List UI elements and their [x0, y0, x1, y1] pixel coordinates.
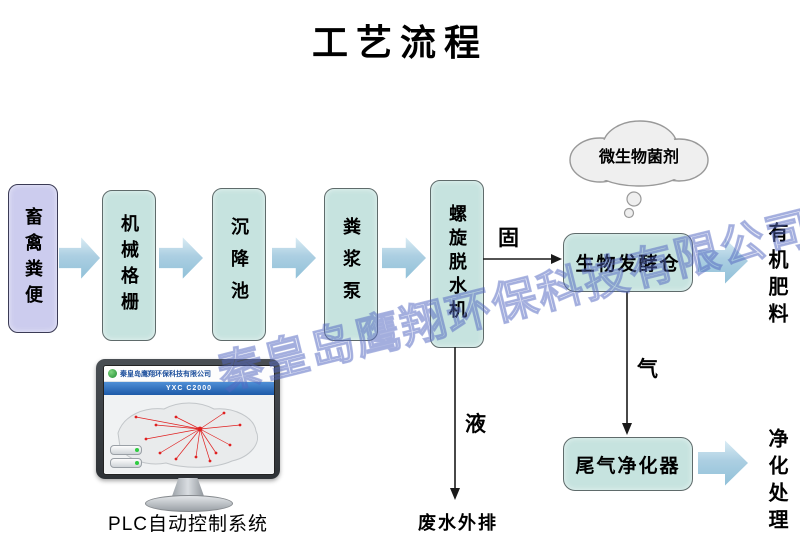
monitor-base [145, 495, 233, 512]
flow-box-slurry-pump-label: 粪浆泵 [341, 216, 361, 313]
flow-box-screw-dewaterer-label: 螺旋脱水机 [447, 204, 467, 324]
cloud-bubble-small [623, 207, 635, 219]
cloud-bubble-large [626, 191, 642, 207]
flow-box-screw-dewaterer: 螺旋脱水机 [430, 180, 484, 348]
flow-box-manure-label: 畜禽粪便 [23, 206, 43, 311]
plc-screen-title-bar: YXC C2000 [104, 382, 274, 395]
output-wastewater: 废水外排 [418, 513, 498, 533]
plc-monitor: 秦皇岛鹰翔环保科技有限公司 YXC C2000 [96, 359, 280, 479]
flow-box-gas-purifier-label: 尾气净化器 [575, 455, 681, 477]
branch-label-solid: 固 [498, 227, 519, 250]
flow-box-settling-tank: 沉降池 [212, 188, 266, 341]
flow-arrow-2 [159, 237, 203, 279]
flow-box-slurry-pump: 粪浆泵 [324, 188, 378, 341]
flow-arrow-4 [382, 237, 426, 279]
watermark: 秦皇岛鹰翔环保科技有限公司 [212, 201, 800, 400]
page-title: 工艺流程 [311, 22, 488, 63]
flow-box-mechanical-screen: 机械格栅 [102, 190, 156, 341]
indicator-pill-1 [110, 445, 142, 455]
flow-box-settling-tank-label: 沉降池 [229, 216, 249, 313]
flow-box-manure: 畜禽粪便 [8, 184, 58, 333]
flow-box-gas-purifier: 尾气净化器 [563, 437, 693, 491]
connector-gas-arrowhead [622, 423, 632, 435]
output-purification-treatment: 净化处理 [758, 418, 794, 546]
china-map-graphic [117, 402, 258, 468]
output-organic-fertilizer: 有机肥料 [758, 214, 794, 338]
connector-solid-arrowhead [551, 254, 562, 264]
plc-monitor-screen: 秦皇岛鹰翔环保科技有限公司 YXC C2000 [103, 365, 275, 475]
flow-box-fermenter: 生物发酵仓 [563, 233, 693, 292]
connector-liquid-arrowhead [450, 488, 460, 500]
map-ray-dots [134, 411, 242, 463]
flow-arrow-to-purified [698, 440, 748, 486]
map-ray-lines [135, 412, 241, 462]
branch-label-liquid: 液 [465, 413, 486, 436]
flow-arrow-3 [272, 237, 316, 279]
flow-box-fermenter-label: 生物发酵仓 [575, 254, 681, 275]
plc-caption: PLC自动控制系统 [108, 514, 268, 535]
company-logo-icon [108, 369, 117, 378]
plc-screen-header: 秦皇岛鹰翔环保科技有限公司 [104, 366, 274, 382]
plc-screen-header-text: 秦皇岛鹰翔环保科技有限公司 [120, 370, 211, 378]
plc-screen-indicators [110, 445, 142, 468]
microbial-cloud: 微生物菌剂 [560, 114, 718, 192]
microbial-cloud-label: 微生物菌剂 [598, 149, 679, 166]
output-purification-treatment-label: 净化处理 [765, 428, 787, 536]
flow-arrow-to-fertilizer [698, 238, 748, 284]
indicator-pill-2 [110, 458, 142, 468]
branch-label-gas: 气 [637, 358, 658, 381]
monitor-stand [171, 478, 205, 499]
flow-box-mechanical-screen-label: 机械格栅 [119, 213, 139, 318]
output-organic-fertilizer-label: 有机肥料 [765, 222, 787, 330]
flow-arrow-1 [59, 237, 100, 279]
plc-screen-map [104, 395, 274, 473]
cloud-shape [569, 120, 709, 187]
